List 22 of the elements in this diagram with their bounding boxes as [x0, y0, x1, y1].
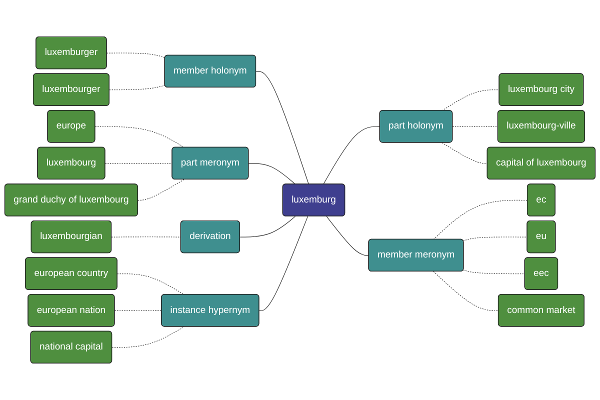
- connector: [462, 236, 528, 242]
- connector: [433, 200, 528, 240]
- connector: [114, 310, 162, 311]
- connector: [452, 126, 498, 127]
- connector: [106, 52, 166, 58]
- connector: [248, 163, 296, 185]
- connector: [109, 85, 166, 90]
- connector: [112, 326, 184, 348]
- connector: [258, 216, 308, 311]
- connector: [462, 270, 526, 274]
- connector: [104, 163, 173, 164]
- connector: [256, 71, 309, 185]
- connector: [433, 271, 499, 311]
- connector: [94, 126, 184, 148]
- connector: [323, 126, 380, 185]
- connector: [442, 90, 500, 111]
- connector: [442, 142, 488, 164]
- connector: [138, 179, 184, 201]
- connector: [240, 216, 296, 238]
- connector: [117, 274, 184, 295]
- connector: [326, 216, 370, 256]
- connector: [111, 236, 182, 238]
